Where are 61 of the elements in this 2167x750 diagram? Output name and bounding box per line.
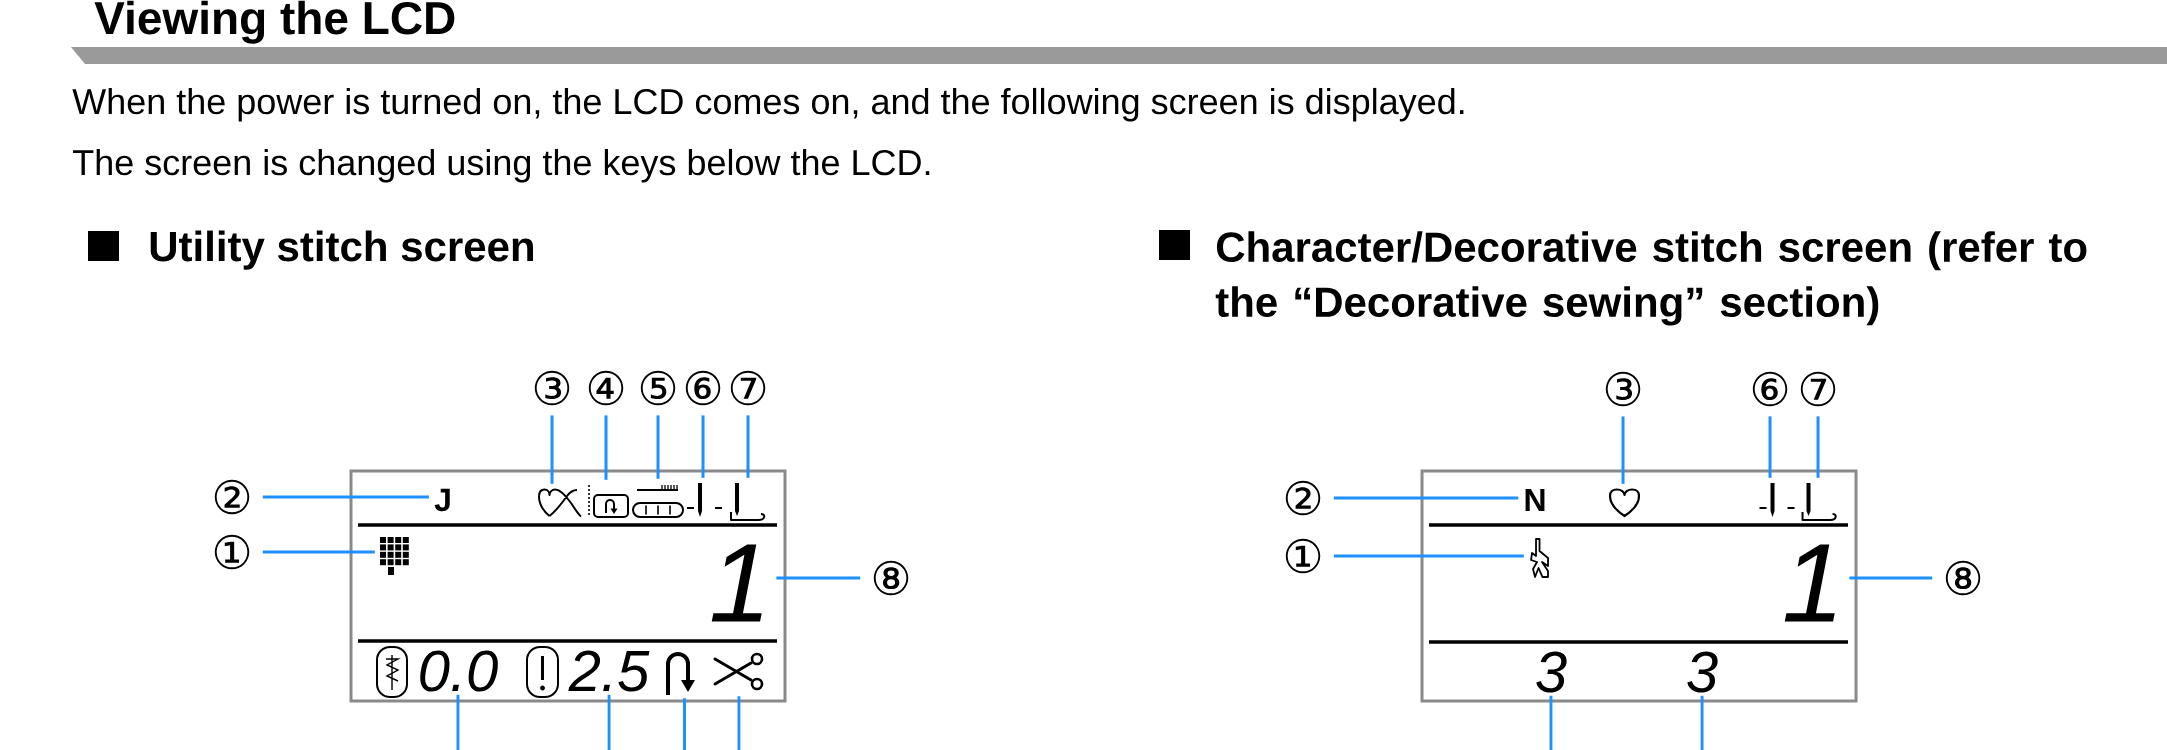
- leader-line: [262, 550, 375, 554]
- callout-number: ①: [214, 534, 250, 570]
- leader-line: [262, 495, 429, 499]
- display-digits: 0.0: [420, 650, 498, 692]
- display-letter: N: [1525, 489, 1545, 511]
- needle-icon: [1758, 483, 1796, 517]
- display-digits: 3: [1687, 651, 1718, 693]
- leader-line: [737, 696, 741, 750]
- callout-number: ⑥: [685, 370, 721, 406]
- framed-arrow-icon: [588, 484, 629, 518]
- section-heading: Utility stitch screen: [150, 230, 533, 270]
- callout-number: ⑧: [873, 560, 909, 596]
- section-heading: Character/Decorative stitch screen (refer to the “Decorative sewing” section): [1215, 231, 2087, 326]
- leader-line: [550, 415, 554, 484]
- leader-line: [776, 576, 861, 580]
- leader-line: [607, 694, 611, 750]
- heart-cross-icon: [538, 488, 582, 518]
- callout-number: ①: [1285, 538, 1321, 574]
- leader-line: [1700, 695, 1704, 750]
- u-turn-arrow-icon: [666, 652, 695, 695]
- display-letter: J: [434, 488, 450, 512]
- leader-line: [1849, 576, 1933, 580]
- leader-line: [746, 415, 750, 478]
- leader-line: [683, 698, 686, 750]
- callout-number: ③: [1605, 371, 1641, 407]
- display-digit: 1: [711, 544, 762, 622]
- leader-line: [1768, 416, 1772, 478]
- leader-line: [1621, 416, 1625, 484]
- leader-line: [1333, 496, 1519, 500]
- leader-line: [1549, 695, 1553, 750]
- display-digits: 3: [1536, 651, 1567, 693]
- callout-number: ⑤: [640, 370, 676, 406]
- callout-number: ④: [588, 370, 624, 406]
- paragraph: When the power is turned on, the LCD comes on, and the following screen is displayed.: [72, 87, 1464, 122]
- heart-icon: [1608, 488, 1641, 518]
- callout-number: ⑥: [1752, 371, 1788, 407]
- leader-line: [1333, 554, 1524, 558]
- leader-line: [656, 415, 660, 479]
- needle-icon: [686, 483, 723, 517]
- needle-foot-icon: [1801, 483, 1837, 521]
- leader-line: [604, 415, 608, 480]
- paragraph: The screen is changed using the keys below the LCD.: [73, 148, 930, 183]
- glyph-icon: [1530, 538, 1549, 578]
- callout-number: ⑦: [730, 370, 766, 406]
- leader-line: [1816, 416, 1820, 478]
- lcd-screen: [349, 469, 787, 703]
- display-digit: 1: [1784, 544, 1835, 622]
- callout-number: ⑧: [1945, 560, 1981, 596]
- leader-line: [456, 694, 460, 750]
- capsule-icon: [632, 484, 684, 518]
- callout-number: ②: [214, 479, 250, 515]
- callout-number: ⑦: [1800, 371, 1836, 407]
- grid-icon: [380, 537, 409, 575]
- page-title: Viewing the LCD: [94, 0, 455, 44]
- scissors-icon: [713, 652, 764, 691]
- callout-number: ③: [534, 370, 570, 406]
- leader-line: [701, 415, 705, 478]
- lcd-screen: [1420, 469, 1858, 703]
- needle-foot-icon: [730, 483, 766, 521]
- display-digits: 2.5: [568, 650, 650, 692]
- callout-number: ②: [1285, 480, 1321, 516]
